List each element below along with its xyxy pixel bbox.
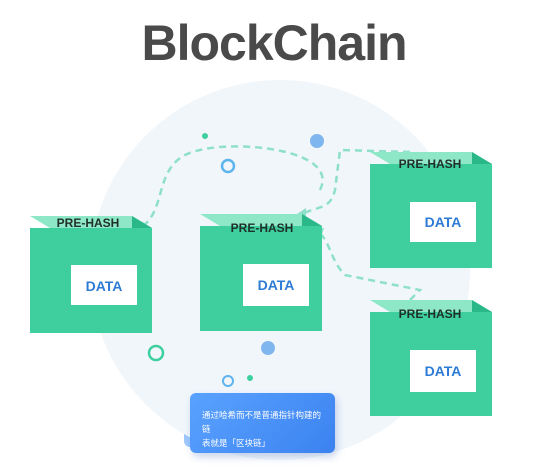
data-box — [410, 350, 476, 392]
data-label: DATA — [425, 363, 462, 379]
connector-3-to-2 — [299, 148, 411, 217]
data-label: DATA — [258, 277, 295, 293]
decor-dot — [261, 341, 275, 355]
block-top-face — [30, 216, 152, 228]
pre-hash-label: PRE-HASH — [231, 221, 294, 235]
decor-ring — [147, 344, 165, 362]
data-label: DATA — [86, 278, 123, 294]
block-2: PRE-HASH DATA — [200, 214, 322, 331]
pre-hash-label: PRE-HASH — [57, 216, 120, 230]
decor-dot — [310, 134, 324, 148]
pre-hash-label: PRE-HASH — [399, 157, 462, 171]
decor-ring — [220, 158, 236, 174]
data-box — [243, 264, 309, 306]
data-label: DATA — [425, 214, 462, 230]
block-1: PRE-HASH DATA — [30, 216, 152, 333]
block-4: PRE-HASH DATA — [370, 300, 492, 416]
block-top-face — [370, 152, 492, 164]
data-box — [410, 202, 476, 242]
decor-dot — [247, 375, 253, 381]
caption-line-2: 表就是「区块链」 — [202, 439, 271, 449]
pre-hash-label: PRE-HASH — [399, 307, 462, 321]
caption-line-1: 通过哈希而不是普通指针构建的链 — [202, 411, 322, 435]
block-top-face — [370, 300, 492, 312]
connector-2-to-1 — [139, 145, 324, 230]
block-3: PRE-HASH DATA — [370, 152, 492, 268]
page-title: BlockChain — [141, 15, 407, 71]
block-top-face — [200, 214, 322, 226]
data-box — [71, 265, 137, 305]
decor-dot — [202, 133, 208, 139]
decor-ring — [222, 375, 234, 387]
caption-box: 通过哈希而不是普通指针构建的链 表就是「区块链」 — [184, 387, 335, 453]
